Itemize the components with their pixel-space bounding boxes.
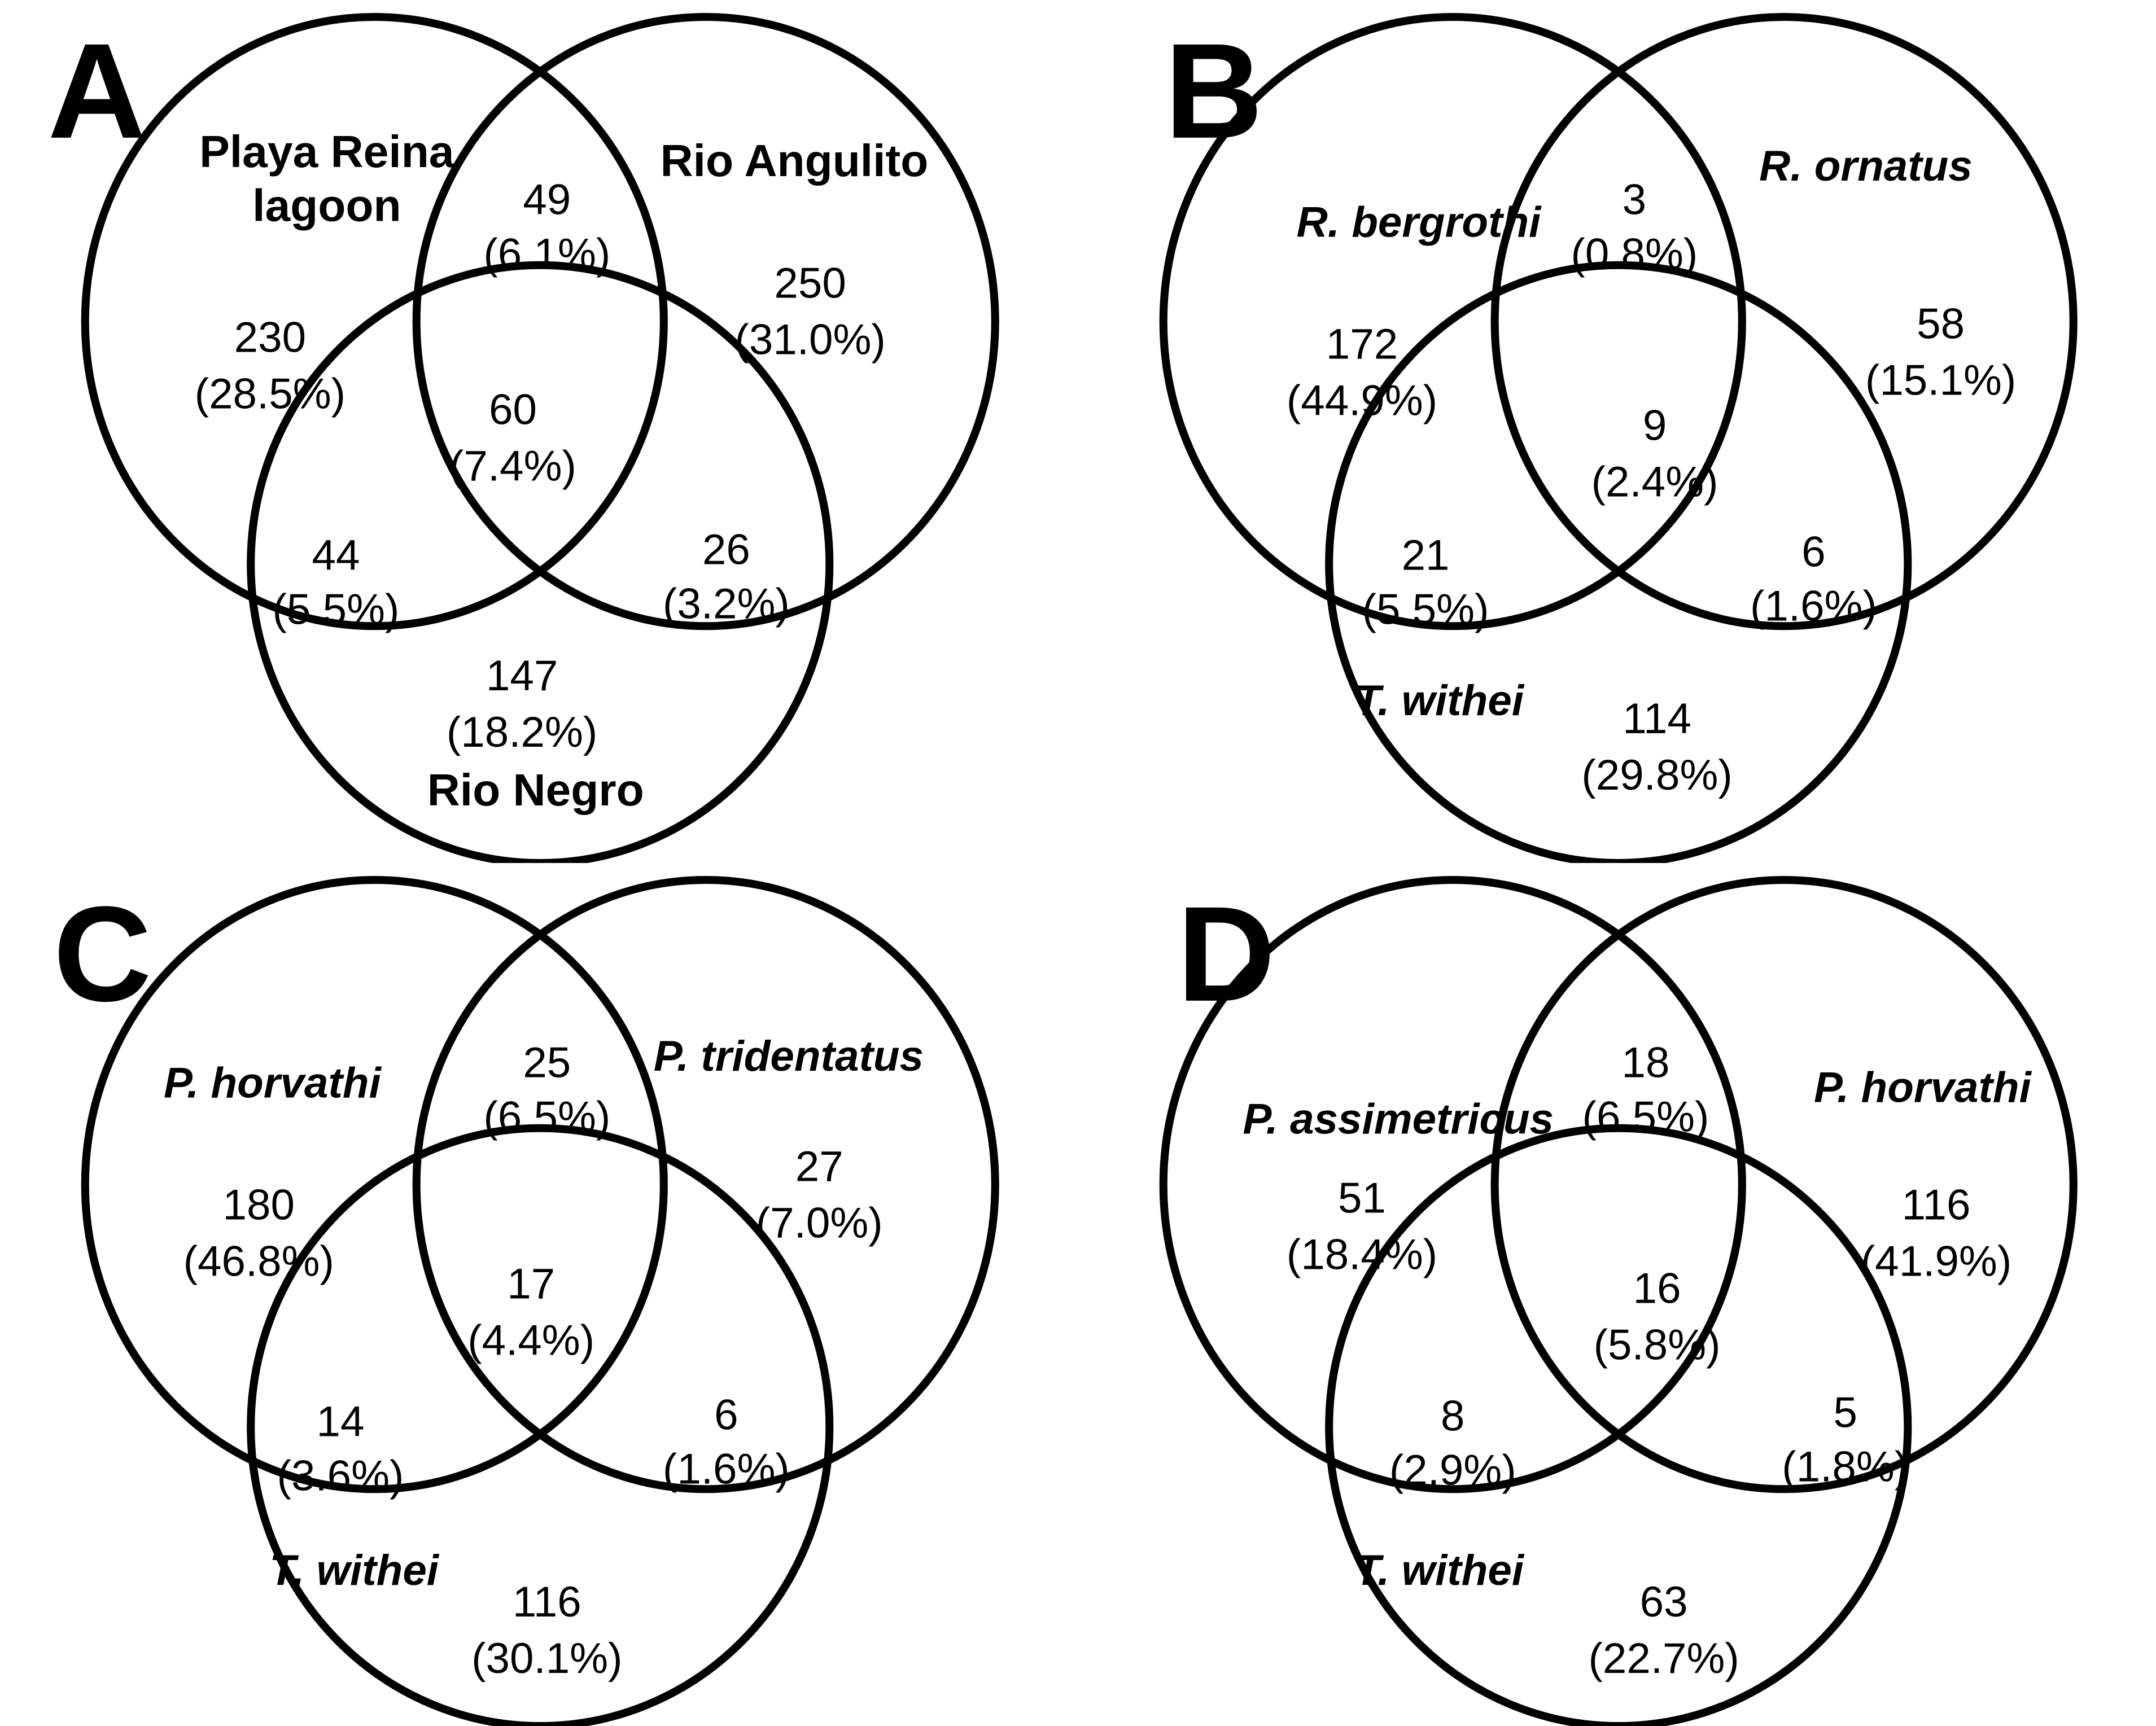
venn-circle-p-assimetricus bbox=[1159, 875, 1746, 1493]
venn-circle-t-withei bbox=[1324, 1124, 1912, 1726]
panel-letter: B bbox=[1164, 15, 1262, 166]
region-only1-count: 172 bbox=[1326, 321, 1397, 369]
region-only2-percent: (41.9%) bbox=[1860, 1238, 2011, 1286]
region-intersect23-percent: (1.8%) bbox=[1782, 1443, 1909, 1491]
region-intersect23-count: 26 bbox=[702, 526, 750, 574]
region-intersect12-count: 49 bbox=[523, 176, 571, 224]
region-only2-count: 58 bbox=[1917, 300, 1965, 348]
region-intersect12-count: 25 bbox=[523, 1039, 571, 1087]
set2-label: Rio Angulito bbox=[661, 135, 929, 186]
venn-circle-t-withei bbox=[1324, 261, 1912, 863]
region-intersect13-count: 8 bbox=[1441, 1392, 1464, 1440]
region-intersect12-count: 3 bbox=[1622, 176, 1646, 224]
venn-panel-d: D P. assimetricus P. horvathi T. withei … bbox=[1159, 875, 2078, 1726]
region-only1-count: 51 bbox=[1338, 1175, 1386, 1223]
region-intersect13-count: 14 bbox=[317, 1398, 365, 1446]
region-only2-percent: (15.1%) bbox=[1865, 357, 2015, 405]
set3-label: T. withei bbox=[269, 1547, 440, 1594]
region-intersect12-percent: (6.5%) bbox=[1582, 1093, 1709, 1141]
region-only3-count: 114 bbox=[1623, 695, 1691, 743]
set3-label: T. withei bbox=[1354, 677, 1525, 725]
venn-panel-a: A Playa Reina lagoon Rio Angulito Rio Ne… bbox=[47, 12, 999, 863]
region-only2-percent: (31.0%) bbox=[734, 316, 885, 364]
region-only3-percent: (18.2%) bbox=[447, 708, 597, 756]
region-only2-percent: (7.0%) bbox=[756, 1199, 883, 1247]
set1-label-line1: Playa Reina bbox=[199, 126, 455, 177]
region-intersect12-percent: (0.8%) bbox=[1571, 230, 1698, 278]
region-intersect13-percent: (3.6%) bbox=[277, 1452, 404, 1500]
region-only1-percent: (44.9%) bbox=[1286, 377, 1437, 425]
region-center-percent: (5.8%) bbox=[1593, 1321, 1720, 1369]
region-only3-percent: (22.7%) bbox=[1588, 1635, 1739, 1683]
region-only1-count: 180 bbox=[223, 1181, 295, 1229]
region-intersect12-percent: (6.1%) bbox=[483, 230, 610, 278]
region-intersect23-count: 6 bbox=[1801, 528, 1825, 576]
set3-label: T. withei bbox=[1354, 1547, 1525, 1594]
venn-circle-rio-negro bbox=[247, 261, 834, 863]
venn-circle-p-horvathi bbox=[1490, 875, 2078, 1493]
region-only1-percent: (28.5%) bbox=[195, 370, 346, 418]
region-only1-percent: (46.8%) bbox=[183, 1238, 334, 1286]
region-intersect23-percent: (1.6%) bbox=[663, 1445, 790, 1493]
region-intersect13-count: 44 bbox=[312, 532, 360, 580]
region-intersect13-percent: (2.9%) bbox=[1389, 1446, 1516, 1494]
region-intersect12-percent: (6.5%) bbox=[483, 1093, 610, 1141]
region-center-count: 9 bbox=[1642, 402, 1666, 450]
region-intersect13-count: 21 bbox=[1401, 532, 1449, 580]
region-intersect13-percent: (5.5%) bbox=[272, 585, 399, 633]
region-only3-count: 116 bbox=[513, 1578, 581, 1626]
region-intersect23-percent: (3.2%) bbox=[663, 580, 790, 628]
panel-letter: C bbox=[53, 878, 151, 1029]
venn-circle-p-horvathi bbox=[81, 875, 668, 1493]
region-intersect12-count: 18 bbox=[1621, 1039, 1669, 1087]
set1-label-line2: lagoon bbox=[252, 180, 401, 231]
region-only2-count: 116 bbox=[1901, 1181, 1970, 1229]
region-only1-percent: (18.4%) bbox=[1286, 1231, 1437, 1279]
region-only2-count: 27 bbox=[795, 1143, 843, 1191]
venn-circle-rio-angulito bbox=[412, 12, 999, 630]
region-only3-percent: (30.1%) bbox=[471, 1635, 622, 1683]
venn-panel-c: C P. horvathi P. tridentatus T. withei 1… bbox=[53, 875, 999, 1726]
set2-label: P. tridentatus bbox=[654, 1032, 924, 1080]
region-center-count: 60 bbox=[489, 386, 537, 434]
region-intersect13-percent: (5.5%) bbox=[1362, 585, 1489, 633]
region-center-count: 16 bbox=[1633, 1265, 1681, 1313]
region-only3-count: 147 bbox=[486, 652, 558, 700]
set3-label: Rio Negro bbox=[427, 764, 644, 815]
set1-label: P. assimetricus bbox=[1243, 1096, 1554, 1144]
panel-letter: A bbox=[47, 15, 146, 166]
region-center-percent: (4.4%) bbox=[467, 1317, 594, 1365]
venn-circle-p-tridentatus bbox=[412, 875, 999, 1493]
region-only3-percent: (29.8%) bbox=[1581, 751, 1732, 799]
region-intersect23-count: 5 bbox=[1833, 1389, 1857, 1437]
venn-circle-playa-reina bbox=[81, 12, 668, 630]
region-intersect23-count: 6 bbox=[714, 1391, 738, 1439]
region-intersect23-percent: (1.6%) bbox=[1750, 582, 1877, 630]
region-only1-count: 230 bbox=[234, 314, 306, 362]
region-center-percent: (7.4%) bbox=[449, 443, 576, 490]
venn-circle-r-bergrothi bbox=[1159, 12, 1746, 630]
set2-label: P. horvathi bbox=[1814, 1064, 2032, 1112]
venn-circle-r-ornatus bbox=[1490, 12, 2078, 630]
venn-panel-b: B R. bergrothi R. ornatus T. withei 172 … bbox=[1159, 12, 2078, 863]
panel-letter: D bbox=[1177, 878, 1275, 1029]
venn-circle-t-withei bbox=[247, 1124, 834, 1726]
region-center-count: 17 bbox=[507, 1260, 555, 1308]
set1-label: P. horvathi bbox=[164, 1059, 382, 1107]
region-only3-count: 63 bbox=[1639, 1578, 1687, 1626]
region-center-percent: (2.4%) bbox=[1591, 458, 1718, 506]
region-only2-count: 250 bbox=[774, 260, 846, 308]
set1-label: R. bergrothi bbox=[1296, 199, 1542, 247]
set2-label: R. ornatus bbox=[1759, 142, 1973, 190]
